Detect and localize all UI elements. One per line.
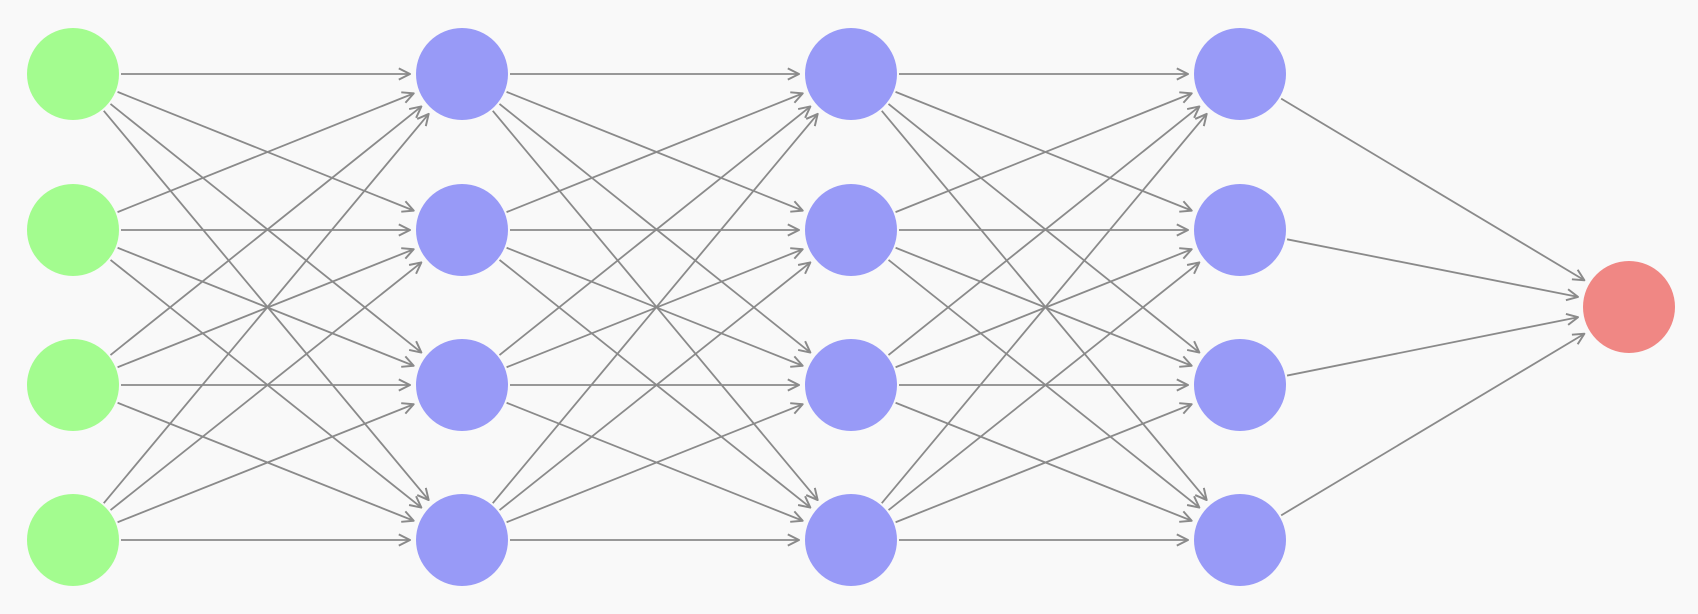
- edge-input-4-to-hidden-1-3: [117, 402, 415, 524]
- edge-hidden-1-3-to-hidden-2-4: [506, 401, 804, 523]
- edge-hidden-1-2-to-hidden-2-1: [506, 91, 804, 213]
- hidden-3-neuron-4: [1194, 494, 1286, 586]
- edge-input-4-to-hidden-1-1: [103, 112, 430, 504]
- edge-input-4-to-hidden-1-2: [109, 261, 423, 511]
- edge-hidden-1-2-to-hidden-2-4: [498, 259, 812, 509]
- edge-hidden-2-2-to-hidden-3-4: [887, 259, 1201, 509]
- edge-input-3-to-hidden-1-1: [109, 105, 423, 356]
- edge-input-1-to-hidden-1-3: [109, 103, 423, 354]
- neurons-group: [27, 28, 1675, 586]
- input-neuron-2: [27, 184, 119, 276]
- edge-hidden-1-2-to-hidden-2-3: [506, 246, 804, 368]
- edge-input-2-to-hidden-1-3: [117, 246, 415, 368]
- edge-hidden-2-3-to-hidden-3-4: [895, 401, 1193, 523]
- hidden-1-neuron-1: [416, 28, 508, 120]
- edge-hidden-1-4-to-hidden-2-2: [498, 261, 812, 511]
- hidden-1-neuron-2: [416, 184, 508, 276]
- input-neuron-4: [27, 494, 119, 586]
- hidden-2-neuron-3: [805, 339, 897, 431]
- hidden-2-neuron-4: [805, 494, 897, 586]
- edge-hidden-1-4-to-hidden-2-1: [492, 112, 819, 504]
- output-neuron-1: [1583, 261, 1675, 353]
- edge-hidden-3-3-to-output-1: [1286, 312, 1579, 377]
- hidden-3-neuron-3: [1194, 339, 1286, 431]
- edge-hidden-2-2-to-hidden-3-3: [895, 246, 1193, 368]
- edge-hidden-2-4-to-hidden-3-2: [887, 261, 1201, 511]
- hidden-2-neuron-2: [805, 184, 897, 276]
- edge-hidden-1-3-to-hidden-2-1: [498, 105, 812, 356]
- edge-input-1-to-hidden-1-4: [103, 110, 430, 502]
- connections-group: [103, 67, 1586, 547]
- hidden-1-neuron-3: [416, 339, 508, 431]
- edge-hidden-3-1-to-output-1: [1280, 97, 1586, 282]
- edge-hidden-2-4-to-hidden-3-1: [881, 112, 1208, 504]
- hidden-2-neuron-1: [805, 28, 897, 120]
- edge-hidden-2-3-to-hidden-3-1: [887, 105, 1201, 356]
- hidden-1-neuron-4: [416, 494, 508, 586]
- hidden-3-neuron-2: [1194, 184, 1286, 276]
- edge-hidden-1-1-to-hidden-2-3: [498, 103, 812, 354]
- edge-hidden-2-1-to-hidden-3-3: [887, 103, 1201, 354]
- edge-hidden-3-2-to-output-1: [1286, 238, 1579, 302]
- edge-hidden-2-1-to-hidden-3-4: [881, 110, 1208, 502]
- edge-input-3-to-hidden-1-4: [117, 401, 415, 523]
- edge-input-2-to-hidden-1-4: [109, 259, 423, 509]
- edge-input-2-to-hidden-1-1: [117, 91, 415, 213]
- hidden-3-neuron-1: [1194, 28, 1286, 120]
- edge-hidden-1-1-to-hidden-2-4: [492, 110, 819, 502]
- edge-hidden-2-4-to-hidden-3-3: [895, 402, 1193, 524]
- edge-hidden-2-2-to-hidden-3-1: [895, 91, 1193, 213]
- edge-hidden-1-4-to-hidden-2-3: [506, 402, 804, 524]
- input-neuron-1: [27, 28, 119, 120]
- input-neuron-3: [27, 339, 119, 431]
- edge-hidden-3-4-to-output-1: [1280, 332, 1586, 517]
